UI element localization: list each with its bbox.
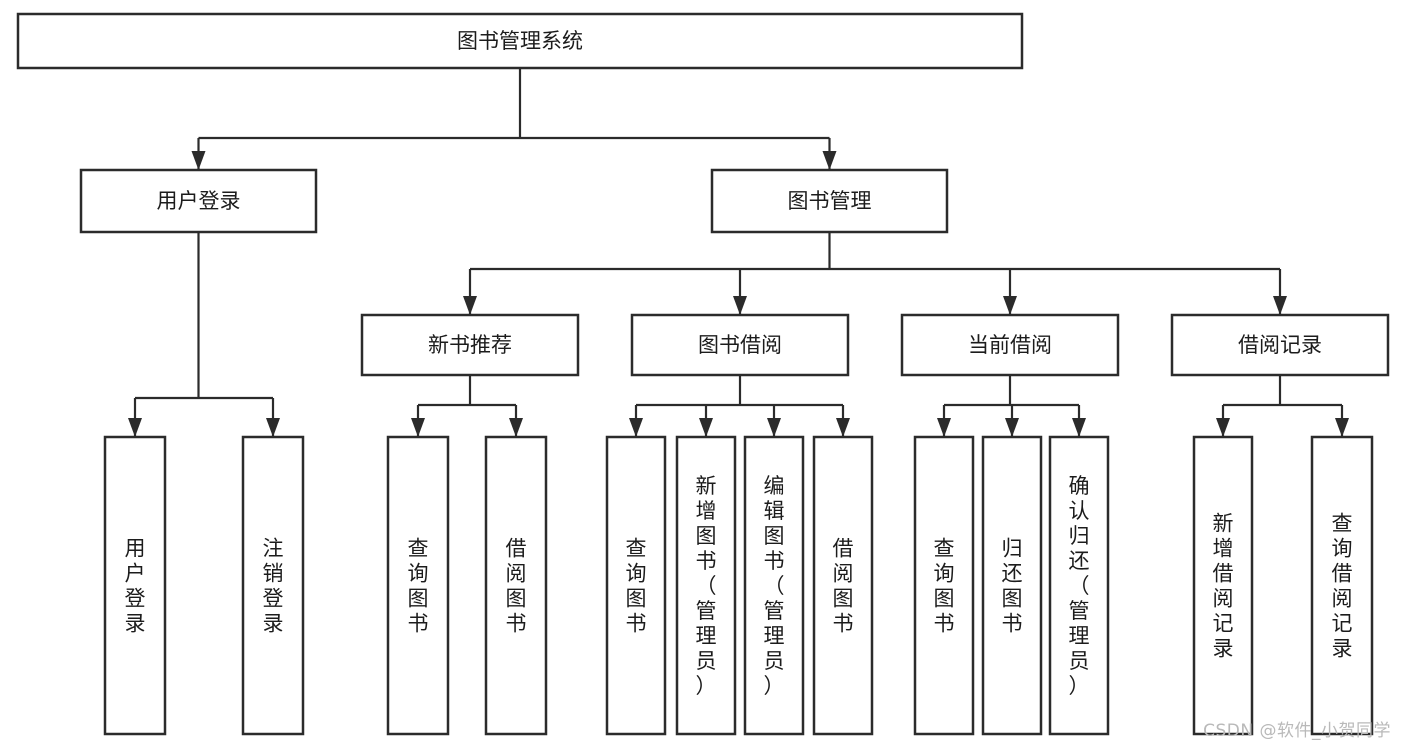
arrow-head xyxy=(836,418,850,437)
node-leaf-borrow-query[interactable]: 查询图书 xyxy=(605,435,667,736)
node-layer: 图书管理系统用户登录图书管理新书推荐图书借阅当前借阅借阅记录用户登录注销登录查询… xyxy=(16,12,1390,736)
node-leaf-borrow-lend[interactable]: 借阅图书 xyxy=(812,435,874,736)
arrow-head xyxy=(128,418,142,437)
arrow-head xyxy=(266,418,280,437)
node-box xyxy=(1048,435,1110,736)
node-box xyxy=(743,435,805,736)
arrow-head xyxy=(191,151,206,170)
arrow-head xyxy=(822,151,837,170)
node-label: 图书管理系统 xyxy=(457,29,583,53)
arrow-head xyxy=(1005,418,1019,437)
node-label: 查询图书 xyxy=(626,537,647,636)
node-leaf-borrow-add[interactable]: 新增图书（管理员） xyxy=(675,435,737,736)
node-leaf-rec-query[interactable]: 查询借阅记录 xyxy=(1310,435,1374,736)
node-label: 查询图书 xyxy=(408,537,429,636)
node-box xyxy=(630,313,850,377)
node-l2-user[interactable]: 用户登录 xyxy=(79,168,318,234)
node-box xyxy=(484,435,548,736)
node-leaf-cur-return[interactable]: 归还图书 xyxy=(981,435,1043,736)
node-label: 新书推荐 xyxy=(428,333,512,357)
node-label: 编辑图书（管理员） xyxy=(764,474,785,698)
node-label: 用户登录 xyxy=(157,189,241,213)
arrow-head xyxy=(1273,296,1287,315)
arrow-head xyxy=(733,296,747,315)
node-box xyxy=(1310,435,1374,736)
arrow-head xyxy=(1216,418,1230,437)
arrow-head xyxy=(463,296,477,315)
node-l3-record[interactable]: 借阅记录 xyxy=(1170,313,1390,377)
node-box xyxy=(79,168,318,234)
arrow-head xyxy=(1003,296,1017,315)
arrow-head xyxy=(411,418,425,437)
arrow-head xyxy=(767,418,781,437)
csdn-watermark: CSDN @软件_小贺同学 xyxy=(1203,721,1391,741)
node-label: 图书管理 xyxy=(788,189,872,213)
node-label: 注销登录 xyxy=(263,537,284,636)
node-label: 当前借阅 xyxy=(968,333,1052,357)
node-label: 确认归还（管理员） xyxy=(1069,474,1090,698)
node-leaf-new-borrow[interactable]: 借阅图书 xyxy=(484,435,548,736)
node-box xyxy=(16,12,1024,70)
node-l3-borrow[interactable]: 图书借阅 xyxy=(630,313,850,377)
node-l3-current[interactable]: 当前借阅 xyxy=(900,313,1120,377)
node-label: 新增借阅记录 xyxy=(1213,512,1234,661)
node-box xyxy=(386,435,450,736)
node-box xyxy=(1170,313,1390,377)
arrow-head xyxy=(1335,418,1349,437)
node-label: 借阅图书 xyxy=(506,537,527,636)
node-box xyxy=(675,435,737,736)
arrow-head xyxy=(699,418,713,437)
node-box xyxy=(913,435,975,736)
node-leaf-user-logout[interactable]: 注销登录 xyxy=(241,435,305,736)
node-leaf-cur-confirm[interactable]: 确认归还（管理员） xyxy=(1048,435,1110,736)
node-leaf-borrow-edit[interactable]: 编辑图书（管理员） xyxy=(743,435,805,736)
node-box xyxy=(103,435,167,736)
node-label: 借阅记录 xyxy=(1238,333,1322,357)
node-box xyxy=(605,435,667,736)
node-leaf-cur-query[interactable]: 查询图书 xyxy=(913,435,975,736)
node-l2-book[interactable]: 图书管理 xyxy=(710,168,949,234)
node-leaf-user-login[interactable]: 用户登录 xyxy=(103,435,167,736)
node-box xyxy=(900,313,1120,377)
arrow-head xyxy=(509,418,523,437)
arrow-head xyxy=(937,418,951,437)
arrow-head xyxy=(629,418,643,437)
node-l3-new[interactable]: 新书推荐 xyxy=(360,313,580,377)
node-root[interactable]: 图书管理系统 xyxy=(16,12,1024,70)
node-box xyxy=(1192,435,1254,736)
node-box xyxy=(981,435,1043,736)
node-label: 图书借阅 xyxy=(698,333,782,357)
node-label: 归还图书 xyxy=(1002,537,1023,636)
node-label: 用户登录 xyxy=(125,537,146,636)
node-box xyxy=(360,313,580,377)
node-label: 查询借阅记录 xyxy=(1332,512,1353,661)
node-leaf-new-query[interactable]: 查询图书 xyxy=(386,435,450,736)
arrow-head xyxy=(1072,418,1086,437)
node-label: 借阅图书 xyxy=(833,537,854,636)
node-box xyxy=(812,435,874,736)
node-label: 新增图书（管理员） xyxy=(696,474,717,698)
edge-layer xyxy=(128,68,1349,437)
node-box xyxy=(710,168,949,234)
node-label: 查询图书 xyxy=(934,537,955,636)
node-leaf-rec-add[interactable]: 新增借阅记录 xyxy=(1192,435,1254,736)
node-box xyxy=(241,435,305,736)
